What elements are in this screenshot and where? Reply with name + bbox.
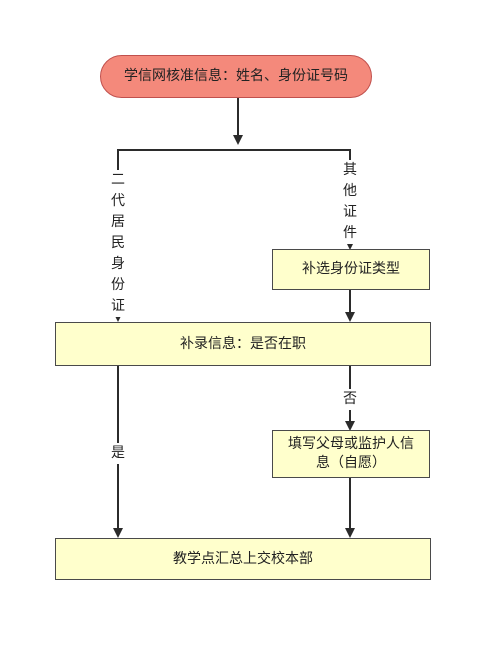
- supplement-id-type-label: 补选身份证类型: [302, 261, 400, 277]
- guardian-info-label: 填写父母或监护人信息（自愿）: [288, 436, 414, 471]
- edge-label-yes: 是: [109, 443, 127, 464]
- supplement-id-type-node: 补选身份证类型: [272, 249, 430, 290]
- supplement-employment-node: 补录信息：是否在职: [55, 322, 431, 366]
- edge-label-other-id: 其他证件: [341, 160, 359, 244]
- supplement-employment-label: 补录信息：是否在职: [180, 335, 306, 352]
- edge-label-second-gen-id: 二代居民身份证: [109, 170, 127, 317]
- guardian-info-node: 填写父母或监护人信息（自愿）: [272, 430, 430, 478]
- start-node-label: 学信网核准信息：姓名、身份证号码: [124, 68, 348, 84]
- edge-split-branch: [117, 149, 351, 168]
- edge-label-no: 否: [341, 389, 359, 410]
- start-node: 学信网核准信息：姓名、身份证号码: [100, 55, 372, 98]
- submit-node: 教学点汇总上交校本部: [55, 538, 431, 580]
- submit-label: 教学点汇总上交校本部: [173, 550, 313, 567]
